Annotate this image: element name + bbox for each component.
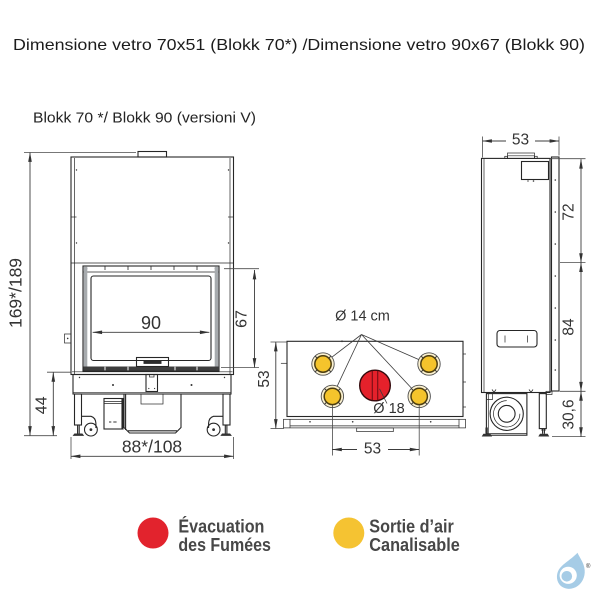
top-view-outline	[286, 340, 464, 418]
outlet-spacing-dim: 53	[364, 441, 381, 458]
front-right-caster-fork	[208, 415, 223, 428]
front-center-box	[123, 393, 182, 434]
side-fan-outer-circle	[489, 396, 524, 431]
upper-section-dim: 72	[561, 203, 578, 220]
side-rail-dots	[554, 179, 557, 371]
side-fan-box	[485, 393, 528, 436]
door-top-ticks	[85, 266, 217, 270]
air-legend-swatch	[333, 517, 365, 549]
side-fan-inner-circle	[497, 404, 516, 423]
smoke-legend-swatch	[137, 517, 169, 549]
side-view: 53 72 84 30,6	[480, 131, 586, 438]
front-base-dots	[78, 376, 226, 386]
air-outlet-leader-lines	[331, 334, 420, 389]
side-rear-leg	[538, 393, 547, 430]
side-fan-section	[481, 393, 550, 437]
side-latch-box	[64, 333, 72, 344]
air-outlet-bottom-left	[320, 384, 345, 409]
glass-width-dim: 90	[141, 313, 161, 333]
side-body-outline	[480, 157, 551, 394]
top-view-ticks	[280, 340, 466, 408]
door-right-gray-strip	[214, 266, 219, 371]
front-view: 169*/189 44 88*/108 90 67	[6, 150, 259, 459]
door-bottom-ticks	[104, 366, 198, 371]
logo-registered-mark: ®	[586, 563, 591, 570]
front-undercarriage	[72, 393, 232, 437]
air-outlet-top-right	[417, 352, 441, 376]
top-view-base-plate	[283, 418, 466, 432]
front-left-wheel	[83, 422, 98, 437]
side-name-plate	[496, 329, 538, 348]
overall-width-dim: 88*/108	[122, 437, 182, 457]
air-outlets	[311, 352, 441, 409]
bracket-dot-right	[154, 387, 156, 390]
door-handle	[135, 356, 170, 368]
side-chimney-stub	[504, 152, 538, 159]
front-right-wheel	[206, 422, 221, 437]
side-depth-dim: 53	[512, 131, 529, 148]
front-chimney-stub	[137, 150, 168, 158]
body-height-dim: 84	[561, 318, 578, 336]
model-subtitle: Blokk 70 */ Blokk 90 (versioni V)	[33, 110, 256, 127]
side-bottom-v-marks	[491, 389, 534, 393]
logo-core	[561, 571, 573, 582]
flue-diameter-label: Ø 18	[373, 401, 404, 417]
door-left-gray-strip	[83, 266, 88, 371]
side-rear-foot	[538, 428, 550, 437]
front-left-wheel-hub	[89, 428, 93, 431]
base-center-bracket-notch	[149, 374, 155, 378]
side-latch-dot	[66, 337, 69, 340]
front-left-leg	[73, 393, 83, 426]
side-fan-scroll-arc	[493, 400, 521, 428]
air-outlet-bottom-right	[407, 384, 431, 409]
top-view-dimensions: 53 53	[256, 341, 420, 458]
air-outlet-top-left	[311, 352, 335, 376]
air-outlet-diameter-label: Ø 14 cm	[335, 308, 390, 324]
side-rail-bottom-bracket	[545, 390, 553, 395]
front-frame-ticks	[71, 169, 234, 244]
side-view-dimensions: 53 72 84 30,6	[482, 131, 586, 438]
legend: Évacuation des Fumées Sortie d’air Canal…	[137, 516, 460, 555]
front-left-caster-fork	[81, 415, 97, 428]
side-base-height-dim: 30,6	[561, 399, 578, 429]
bracket-dot-left	[148, 387, 150, 390]
smoke-legend-line2: des Fumées	[178, 535, 271, 555]
air-legend-line1: Sortie d’air	[369, 517, 454, 537]
water-drop-logo: ®	[556, 552, 591, 589]
side-smoke-chamber-box	[520, 160, 550, 181]
front-right-wheel-hub	[212, 428, 216, 431]
front-left-foot	[72, 425, 85, 436]
door-outline	[82, 265, 220, 372]
top-depth-dim: 53	[256, 370, 273, 387]
side-rear-rail	[550, 156, 560, 392]
side-box-dot	[532, 180, 535, 182]
side-front-foot	[481, 427, 493, 437]
door-handle-grip	[143, 360, 162, 364]
base-height-dim: 44	[34, 396, 51, 414]
front-right-foot	[220, 425, 232, 436]
top-view: Ø 14 cm Ø 18 53 53	[256, 308, 466, 458]
door-bottom-band	[83, 366, 219, 371]
smoke-outlet	[359, 369, 392, 402]
air-legend-line2: Canalisable	[369, 535, 460, 555]
flue-diameter-leader-line	[379, 388, 388, 404]
smoke-legend-line1: Évacuation	[178, 516, 264, 537]
front-right-leg	[222, 393, 231, 426]
glass-height-dim: 67	[234, 310, 251, 328]
page-title: Dimensione vetro 70x51 (Blokk 70*) /Dime…	[13, 37, 585, 54]
front-dimensions: 169*/189 44 88*/108 90 67	[6, 152, 259, 459]
front-left-box	[103, 397, 124, 430]
overall-height-dim: 169*/189	[6, 258, 26, 328]
